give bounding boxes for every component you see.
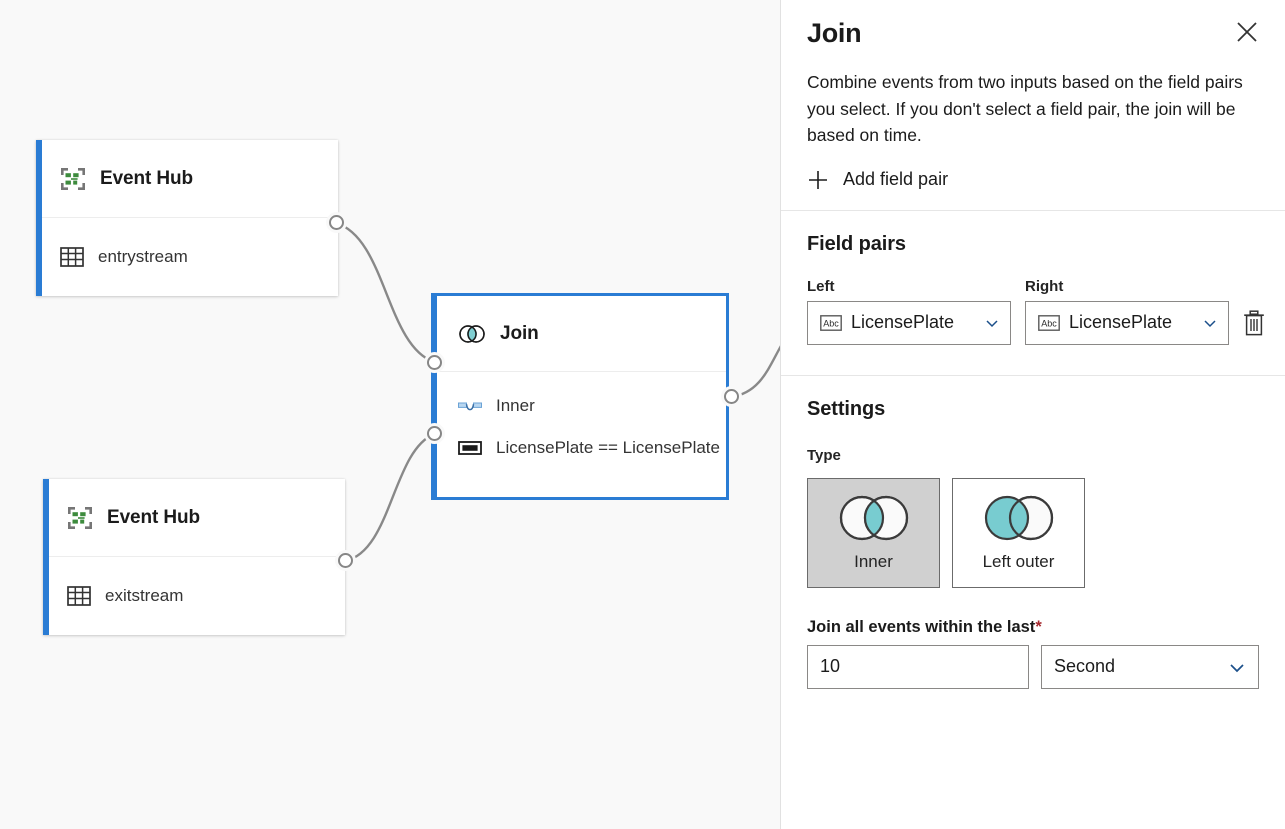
venn-inner-icon bbox=[832, 494, 916, 542]
field-pairs-title: Field pairs bbox=[807, 232, 906, 255]
join-type-label: Inner bbox=[854, 551, 893, 571]
join-type-icon bbox=[458, 398, 482, 414]
node-body: exitstream bbox=[43, 557, 345, 635]
port-entrystream-output[interactable] bbox=[329, 215, 344, 230]
required-marker: * bbox=[1035, 617, 1042, 636]
node-join-type-text: Inner bbox=[496, 396, 535, 415]
svg-text:Abc: Abc bbox=[823, 318, 839, 328]
edge-entrystream-to-join bbox=[335, 221, 435, 364]
abc-icon: Abc bbox=[1038, 314, 1060, 331]
add-field-pair-button[interactable]: Add field pair bbox=[807, 165, 1259, 195]
panel-header: Join bbox=[781, 0, 1285, 49]
join-window-unit-value: Second bbox=[1053, 656, 1115, 677]
join-properties-panel: Join Combine events from two inputs base… bbox=[780, 0, 1285, 829]
node-eventhub-exitstream[interactable]: Event Hub exitstream bbox=[43, 479, 345, 635]
settings-section: Settings Type Inner bbox=[781, 376, 1285, 689]
node-header: Event Hub bbox=[36, 140, 338, 218]
chevron-down-icon bbox=[984, 315, 1000, 331]
node-join-type-row[interactable]: Inner bbox=[458, 396, 726, 416]
node-stream-name: entrystream bbox=[98, 247, 188, 266]
svg-text:Abc: Abc bbox=[1041, 318, 1057, 328]
event-hub-icon bbox=[60, 167, 86, 191]
chevron-down-icon bbox=[1228, 658, 1246, 676]
node-join-condition-row[interactable]: LicensePlate == LicensePlate bbox=[458, 438, 726, 458]
node-header: Event Hub bbox=[43, 479, 345, 557]
join-type-options: Inner Left outer bbox=[807, 477, 1259, 588]
field-pairs-section: Field pairs Left Abc LicensePlate bbox=[781, 211, 1285, 345]
field-pair-row: Left Abc LicensePlate bbox=[807, 278, 1264, 345]
event-hub-icon bbox=[67, 506, 93, 530]
node-accent-bar bbox=[36, 140, 42, 296]
field-pair-left: Left Abc LicensePlate bbox=[807, 278, 1011, 345]
node-body: Inner LicensePlate == LicensePlate bbox=[434, 372, 726, 497]
node-join-condition-text: LicensePlate == LicensePlate bbox=[496, 438, 720, 457]
node-eventhub-entrystream[interactable]: Event Hub entrystream bbox=[36, 140, 338, 296]
node-join[interactable]: Join Inner bbox=[431, 293, 729, 500]
edge-join-output bbox=[730, 345, 780, 399]
node-accent-bar bbox=[431, 293, 437, 500]
node-header: Join bbox=[434, 296, 726, 372]
trash-icon bbox=[1243, 310, 1265, 336]
table-icon bbox=[67, 585, 91, 607]
connection-edges bbox=[335, 221, 780, 563]
table-icon bbox=[60, 246, 84, 268]
join-type-option-inner[interactable]: Inner bbox=[807, 477, 940, 588]
field-pair-icon bbox=[458, 440, 482, 456]
port-join-output[interactable] bbox=[724, 389, 739, 404]
port-exitstream-output[interactable] bbox=[338, 553, 353, 568]
node-title: Event Hub bbox=[100, 167, 194, 189]
join-window-label: Join all events within the last* bbox=[807, 618, 1259, 637]
settings-title: Settings bbox=[807, 397, 886, 420]
left-field-dropdown[interactable]: Abc LicensePlate bbox=[807, 300, 1011, 345]
node-stream-row[interactable]: exitstream bbox=[67, 585, 345, 607]
right-field-value: LicensePlate bbox=[1069, 312, 1173, 333]
panel-description: Combine events from two inputs based on … bbox=[807, 72, 1243, 146]
plus-icon bbox=[807, 169, 829, 191]
right-label: Right bbox=[1025, 277, 1064, 295]
join-type-option-left-outer[interactable]: Left outer bbox=[952, 477, 1085, 588]
join-venn-icon bbox=[458, 324, 486, 344]
panel-title: Join bbox=[807, 18, 862, 48]
node-title: Join bbox=[500, 322, 539, 344]
section-divider bbox=[781, 209, 1285, 211]
node-stream-name: exitstream bbox=[105, 586, 184, 605]
port-join-input-top[interactable] bbox=[427, 355, 442, 370]
add-field-pair-label: Add field pair bbox=[843, 169, 949, 190]
left-field-value: LicensePlate bbox=[851, 312, 955, 333]
venn-left-outer-icon bbox=[977, 494, 1061, 542]
field-pair-right: Right Abc LicensePlate bbox=[1025, 278, 1229, 345]
close-icon[interactable] bbox=[1229, 14, 1265, 50]
node-stream-row[interactable]: entrystream bbox=[60, 246, 338, 268]
join-window-value-input[interactable]: 10 bbox=[807, 644, 1029, 689]
right-field-dropdown[interactable]: Abc LicensePlate bbox=[1025, 300, 1229, 345]
join-window-unit-dropdown[interactable]: Second bbox=[1040, 644, 1259, 689]
node-body: entrystream bbox=[36, 218, 338, 296]
type-label: Type bbox=[807, 446, 841, 464]
pipeline-canvas[interactable]: Event Hub entrystream bbox=[0, 0, 780, 829]
section-divider bbox=[781, 374, 1285, 376]
abc-icon: Abc bbox=[820, 314, 842, 331]
node-accent-bar bbox=[43, 479, 49, 635]
port-join-input-bottom[interactable] bbox=[427, 426, 442, 441]
edge-exitstream-to-join bbox=[344, 432, 435, 563]
join-type-label: Left outer bbox=[982, 551, 1055, 571]
delete-field-pair-button[interactable] bbox=[1243, 301, 1265, 345]
join-window-label-text: Join all events within the last bbox=[807, 617, 1036, 636]
left-label: Left bbox=[807, 277, 835, 295]
node-title: Event Hub bbox=[107, 506, 201, 528]
join-window-inputs: 10 Second bbox=[807, 644, 1259, 689]
chevron-down-icon bbox=[1202, 315, 1218, 331]
